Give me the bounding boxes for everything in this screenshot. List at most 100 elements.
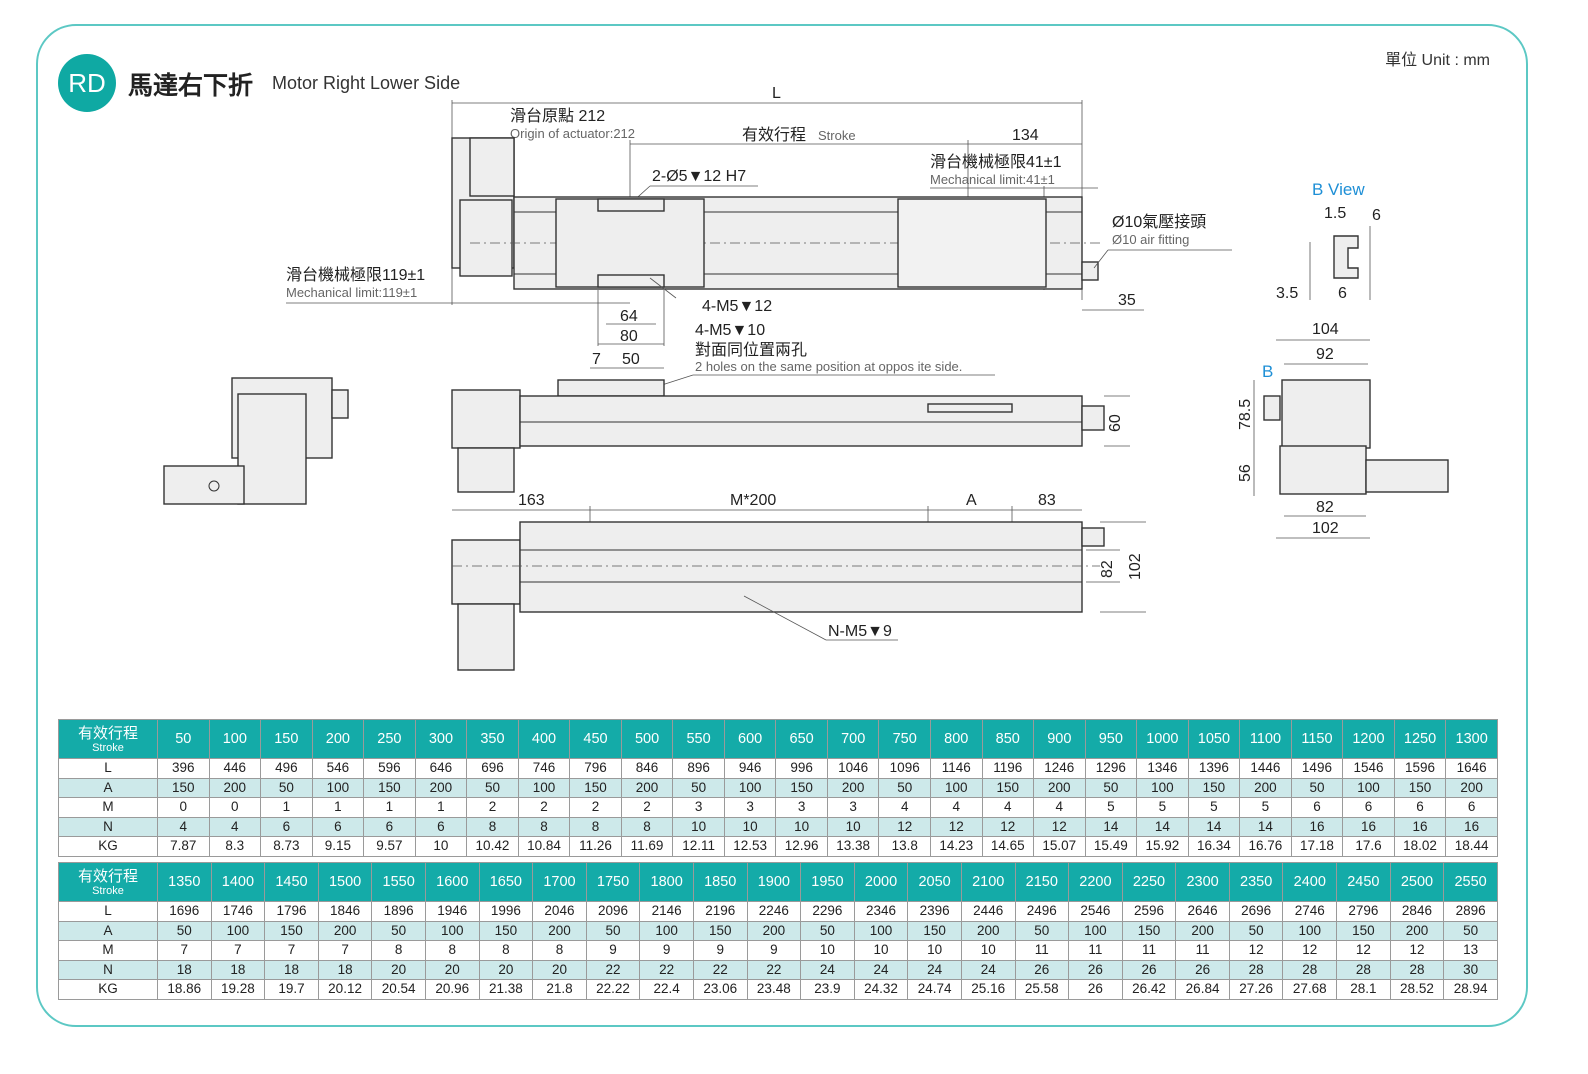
leader-line — [743, 595, 827, 641]
table-cell: 2 — [517, 797, 571, 818]
label-stroke-zh: 有效行程 — [742, 126, 806, 144]
table-cell: 17.6 — [1342, 836, 1395, 857]
table-cell: 6 — [1445, 797, 1498, 818]
label-side-92: 92 — [1316, 346, 1334, 363]
table-cell: 15.07 — [1033, 836, 1086, 857]
stroke-cell: 2500 — [1389, 862, 1445, 902]
stroke-cell: 600 — [723, 719, 777, 759]
table-cell: 2396 — [907, 901, 962, 922]
table-cell: 150 — [692, 920, 748, 941]
table-cell: 1696 — [157, 901, 212, 922]
table-cell: 20.96 — [424, 979, 480, 1000]
table-cell: 5 — [1136, 797, 1189, 818]
table-cell: 2446 — [960, 901, 1016, 922]
table-cell: 14 — [1136, 816, 1189, 837]
table-cell: 10 — [960, 940, 1016, 961]
label-stroke-en: Stroke — [818, 128, 856, 143]
stroke-cell: 650 — [775, 719, 828, 759]
label-hole-N: N-M5▼9 — [828, 623, 892, 640]
table-cell: 4 — [208, 816, 262, 837]
table-cell: 12.96 — [775, 836, 828, 857]
stroke-cell: 1450 — [264, 862, 319, 902]
table-cell: 2046 — [532, 901, 587, 922]
stroke-cell: 150 — [260, 719, 313, 759]
table-cell: 10 — [826, 816, 880, 837]
table-cell: 6 — [414, 816, 468, 837]
stroke-cell: 1150 — [1290, 719, 1344, 759]
table-cell: 1 — [260, 797, 313, 818]
row-label: M — [58, 797, 158, 818]
table-cell: 19.7 — [264, 979, 319, 1000]
stroke-cell: 2200 — [1068, 862, 1123, 902]
table-cell: 3 — [723, 797, 777, 818]
table-cell: 2796 — [1336, 901, 1391, 922]
table-cell: 18.02 — [1393, 836, 1447, 857]
table-cell: 7 — [264, 940, 319, 961]
table-cell: 200 — [620, 777, 674, 798]
table-cell: 200 — [1033, 777, 1086, 798]
stroke-cell: 2250 — [1121, 862, 1177, 902]
table-cell: 26.42 — [1121, 979, 1177, 1000]
table-cell: 200 — [532, 920, 587, 941]
table-cell: 20 — [478, 959, 534, 980]
table-cell: 15.92 — [1136, 836, 1189, 857]
label-hole-4a: 4-M5▼12 — [702, 298, 772, 315]
table-cell: 20.12 — [317, 979, 373, 1000]
stroke-cell: 1600 — [424, 862, 480, 902]
table-cell: 1096 — [878, 758, 931, 779]
stroke-cell: 350 — [466, 719, 519, 759]
table1-header-cell: 有效行程 Stroke — [58, 719, 158, 759]
table-cell: 28.94 — [1443, 979, 1498, 1000]
table-cell: 22.22 — [585, 979, 641, 1000]
table-cell: 9.57 — [363, 836, 416, 857]
table1-header-en: Stroke — [92, 741, 124, 754]
table-cell: 150 — [907, 920, 962, 941]
table-cell: 50 — [157, 920, 212, 941]
label-L: L — [772, 85, 781, 102]
table-cell: 7 — [157, 940, 212, 961]
table-cell: 26 — [1068, 959, 1123, 980]
stroke-cell: 1250 — [1393, 719, 1447, 759]
table-cell: 16.76 — [1239, 836, 1292, 857]
table-cell: 12 — [878, 816, 931, 837]
table-cell: 150 — [569, 777, 622, 798]
table-cell: 7 — [317, 940, 373, 961]
table-cell: 1446 — [1239, 758, 1292, 779]
table-cell: 50 — [585, 920, 641, 941]
label-opposite-en: 2 holes on the same position at oppos it… — [695, 359, 962, 374]
stroke-cell: 2100 — [960, 862, 1016, 902]
table-cell: 4 — [878, 797, 931, 818]
table-cell: 10 — [853, 940, 909, 961]
label-side-82: 82 — [1316, 499, 1334, 516]
table-cell: 2896 — [1443, 901, 1498, 922]
label-origin-zh: 滑台原點 212 — [510, 107, 605, 125]
table2-header-zh: 有效行程 — [77, 867, 138, 885]
table-cell: 25.58 — [1014, 979, 1070, 1000]
table-cell: 1396 — [1187, 758, 1241, 779]
table-cell: 1 — [414, 797, 468, 818]
motor-lower — [457, 603, 515, 671]
table-cell: 1546 — [1342, 758, 1395, 779]
table-cell: 28 — [1228, 959, 1284, 980]
label-mech-limit-left-en: Mechanical limit:119±1 — [286, 285, 417, 300]
table-cell: 25.16 — [960, 979, 1016, 1000]
table-cell: 13 — [1443, 940, 1498, 961]
stroke-cell: 2150 — [1014, 862, 1070, 902]
label-air-en: Ø10 air fitting — [1112, 232, 1189, 247]
table-cell: 200 — [1445, 777, 1498, 798]
page-title-zh: 馬達右下折 — [128, 72, 254, 100]
stroke-cell: 100 — [208, 719, 262, 759]
table-cell: 1796 — [264, 901, 319, 922]
table-cell: 12 — [981, 816, 1035, 837]
table-cell: 9 — [746, 940, 802, 961]
end-block — [897, 198, 1047, 288]
table-cell: 10 — [672, 816, 725, 837]
label-7: 7 — [592, 351, 601, 368]
table-cell: 2 — [569, 797, 622, 818]
table-cell: 1946 — [424, 901, 480, 922]
table-cell: 7 — [210, 940, 266, 961]
